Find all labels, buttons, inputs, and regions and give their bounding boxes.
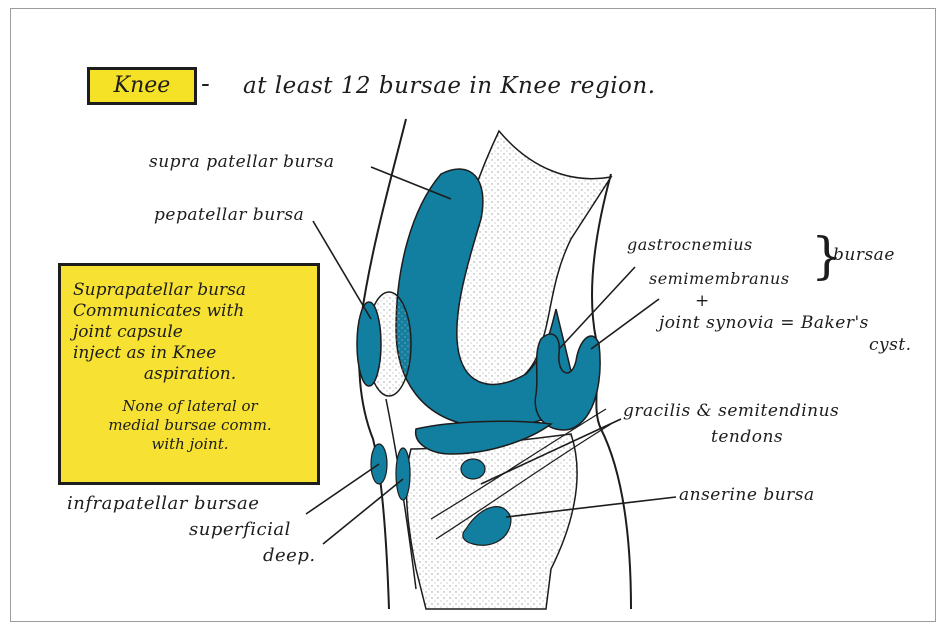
- cyst-label: cyst.: [869, 335, 912, 355]
- note-line: inject as in Knee: [73, 343, 307, 364]
- semimembranus-label: semimembranus: [649, 269, 790, 288]
- tibial-bursa: [461, 459, 485, 479]
- prepatellar-label: pepatellar bursa: [154, 205, 304, 225]
- title-label: Knee: [87, 67, 197, 105]
- joint-synovia-label: joint synovia = Baker's: [659, 313, 869, 333]
- page-subtitle: at least 12 bursae in Knee region.: [243, 73, 656, 99]
- note-line: Communicates with: [73, 301, 307, 322]
- gastrocnemius-label: gastrocnemius: [627, 235, 753, 254]
- plus-sign: +: [695, 291, 710, 311]
- diagram-page: Knee - at least 12 bursae in Knee region…: [10, 8, 936, 622]
- bursae-label: bursae: [833, 245, 895, 265]
- note-line: medial bursae comm.: [73, 416, 307, 435]
- note-line: with joint.: [73, 435, 307, 454]
- note-box: Suprapatellar bursa Communicates with jo…: [58, 263, 320, 485]
- gracilis-label: gracilis & semitendinus: [623, 401, 839, 421]
- infrapatellar-label: infrapatellar bursae: [67, 493, 259, 514]
- title-dash: -: [201, 69, 210, 99]
- suprapatellar-label: supra patellar bursa: [149, 152, 335, 172]
- gastrocnemius-bursa: [535, 334, 600, 430]
- note-line: Suprapatellar bursa: [73, 280, 307, 301]
- anserine-label: anserine bursa: [679, 485, 815, 505]
- deep-infrapatellar-bursa: [396, 448, 410, 500]
- note-line: joint capsule: [73, 322, 307, 343]
- superficial-label: superficial: [189, 519, 291, 540]
- leg-outline-back: [592, 174, 631, 609]
- note-line: aspiration.: [73, 364, 307, 385]
- tendons-label: tendons: [711, 427, 783, 447]
- deep-label: deep.: [263, 545, 316, 566]
- note-line: None of lateral or: [73, 397, 307, 416]
